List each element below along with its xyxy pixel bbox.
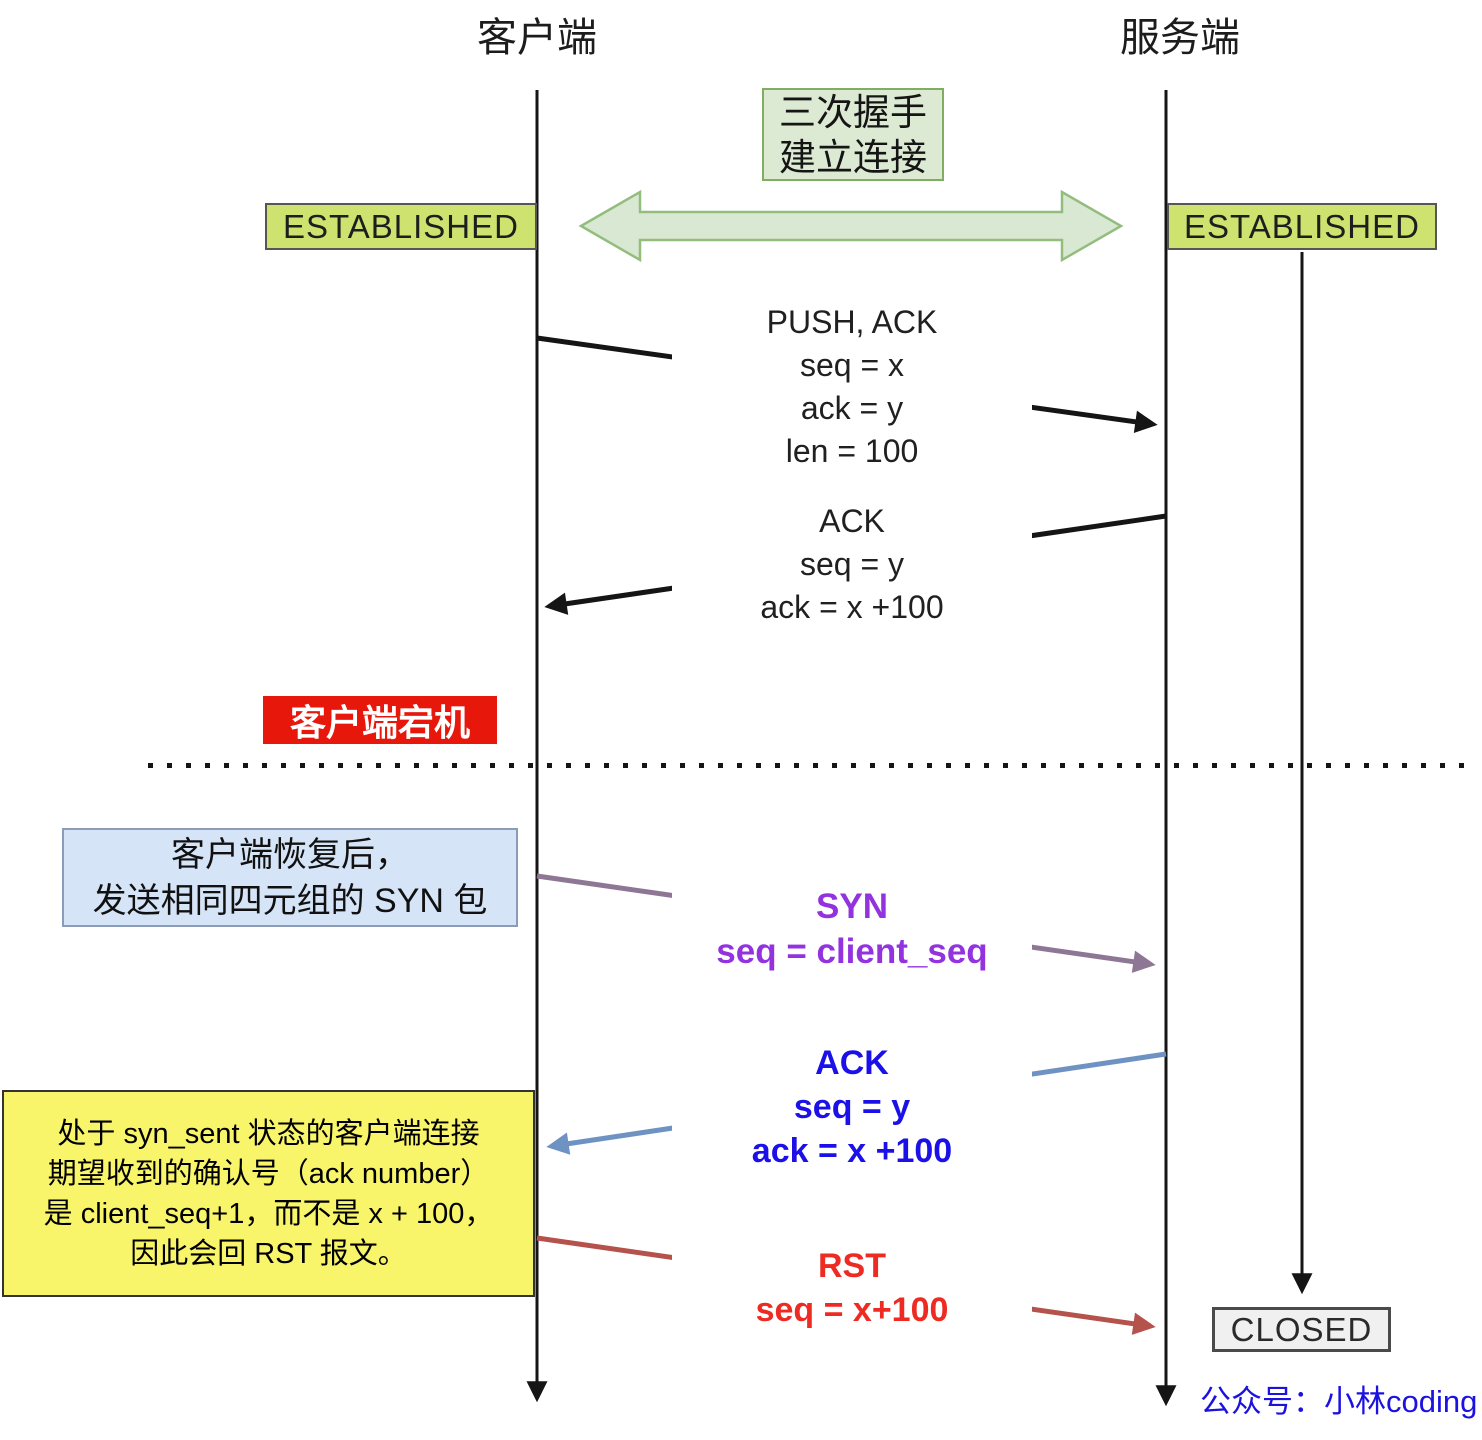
message-line: SYN <box>672 884 1032 929</box>
message-line: ack = x +100 <box>672 1129 1032 1173</box>
rst-message-label: RST seq = x+100 <box>672 1244 1032 1332</box>
message-line: ACK <box>672 1041 1032 1085</box>
client-recovery-note-box: 客户端恢复后， 发送相同四元组的 SYN 包 <box>62 828 518 927</box>
crash-separator-dotted-line <box>148 763 1466 768</box>
client-established-state-box: ESTABLISHED <box>265 203 537 250</box>
handshake-note-line: 建立连接 <box>779 136 927 178</box>
note-line: 是 client_seq+1，而不是 x + 100， <box>43 1197 494 1230</box>
server-ack-message-label: ACK seq = y ack = x +100 <box>672 500 1032 629</box>
message-line: ack = x +100 <box>672 586 1032 629</box>
message-line: seq = y <box>672 1085 1032 1129</box>
message-line: len = 100 <box>672 430 1032 473</box>
message-line: seq = y <box>672 543 1032 586</box>
watermark-text: 公众号：小林coding <box>1200 1384 1478 1419</box>
message-line: seq = x <box>672 344 1032 387</box>
syn-message-label: SYN seq = client_seq <box>672 884 1032 974</box>
server-established-state-box: ESTABLISHED <box>1167 203 1437 250</box>
note-line: 期望收到的确认号（ack number） <box>47 1157 490 1190</box>
message-line: PUSH, ACK <box>672 301 1032 344</box>
message-line: RST <box>672 1244 1032 1288</box>
server-closed-state-box: CLOSED <box>1212 1307 1391 1352</box>
message-line: ACK <box>672 500 1032 543</box>
recovery-note-line: 客户端恢复后， <box>171 835 409 874</box>
stale-ack-message-label: ACK seq = y ack = x +100 <box>672 1041 1032 1173</box>
handshake-double-arrow <box>578 189 1124 263</box>
message-line: ack = y <box>672 387 1032 430</box>
note-line: 处于 syn_sent 状态的客户端连接 <box>57 1117 480 1150</box>
message-line: seq = client_seq <box>672 929 1032 974</box>
push-ack-message-label: PUSH, ACK seq = x ack = y len = 100 <box>672 301 1032 473</box>
handshake-note-line: 三次握手 <box>779 91 927 133</box>
rst-explanation-note-box: 处于 syn_sent 状态的客户端连接 期望收到的确认号（ack number… <box>2 1090 535 1297</box>
handshake-note-box: 三次握手 建立连接 <box>762 88 944 181</box>
recovery-note-line: 发送相同四元组的 SYN 包 <box>92 881 488 920</box>
client-crash-box: 客户端宕机 <box>263 696 497 744</box>
note-line: 因此会回 RST 报文。 <box>130 1237 407 1270</box>
server-lifeline-title: 服务端 <box>1120 16 1240 60</box>
client-lifeline-title: 客户端 <box>477 16 597 60</box>
message-line: seq = x+100 <box>672 1288 1032 1332</box>
